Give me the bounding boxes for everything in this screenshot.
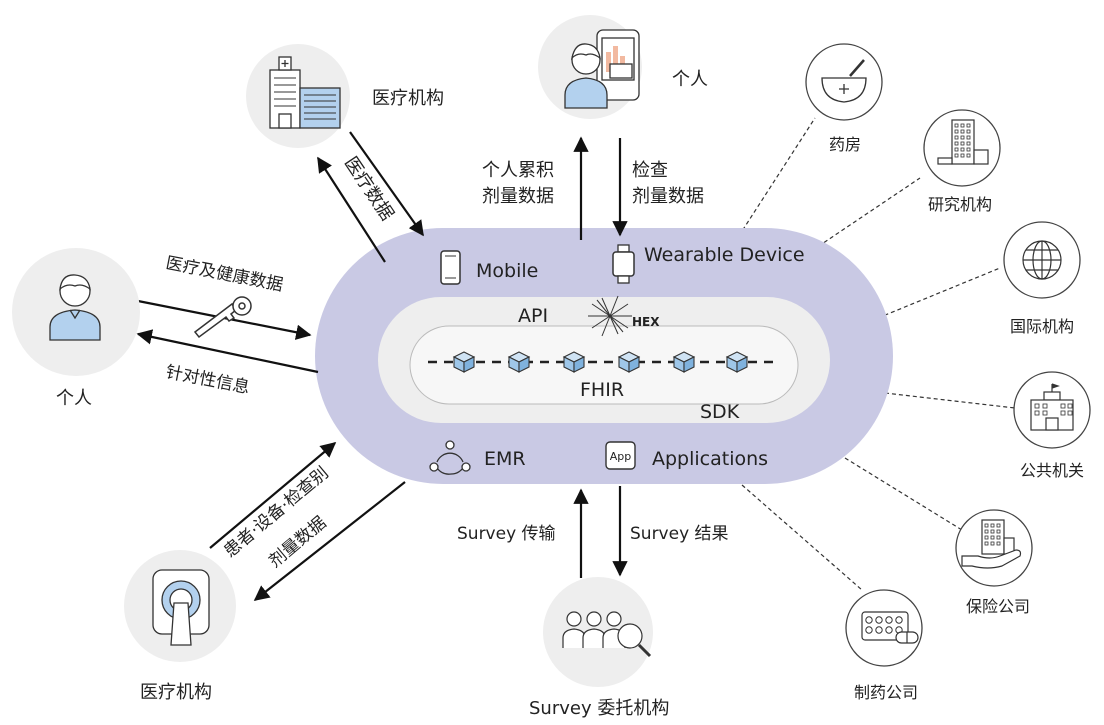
partner-label-international: 国际机构: [1010, 317, 1074, 336]
exam-dose-label-2: 剂量数据: [632, 186, 704, 207]
survey-result-label: Survey 结果: [630, 524, 729, 544]
connector-pharmacy: [734, 117, 816, 243]
person-icon: [49, 274, 101, 341]
medical-bottom-label: 医疗机构: [140, 682, 212, 703]
hospital-building-icon: [269, 56, 341, 129]
connector-international: [877, 267, 1001, 319]
research-building-icon: [937, 119, 989, 165]
arrow-to-person-left: [136, 329, 319, 374]
medical-top-label: 医疗机构: [372, 88, 444, 109]
mobile-label: Mobile: [476, 260, 538, 282]
mobile-icon: [440, 250, 461, 285]
exam-dose-label-1: 检查: [632, 160, 668, 181]
fhir-block-icon: [562, 351, 586, 373]
hex-burst-icon: [588, 295, 632, 337]
insurance-hand-building-icon: [961, 519, 1022, 569]
hex-label: HEX: [632, 315, 660, 329]
arrow-to-medical-bottom: [253, 481, 406, 601]
wearable-icon: [612, 244, 635, 284]
cumulative-dose-label-2: 剂量数据: [482, 186, 554, 207]
connector-pharma: [741, 484, 863, 591]
mri-scanner-icon: [152, 569, 210, 646]
targeted-info-label: 针对性信息: [164, 362, 251, 398]
applications-label: Applications: [652, 448, 768, 470]
arrow-to-hub-device: [209, 442, 337, 549]
connector-insurance: [844, 457, 963, 531]
fhir-block-icon: [452, 351, 476, 373]
person-with-phone-icon: [564, 29, 640, 109]
partner-label-pharma: 制药公司: [854, 683, 918, 702]
survey-org-label: Survey 委托机构: [529, 698, 669, 719]
emr-icon: [429, 440, 471, 475]
key-icon: [193, 296, 252, 339]
medical-data-label: 医疗数据: [340, 153, 398, 224]
connector-public: [884, 392, 1016, 409]
api-label: API: [518, 305, 548, 327]
cumulative-dose-label-1: 个人累积: [482, 160, 554, 181]
app-icon: App: [605, 441, 636, 470]
fhir-block-icon: [617, 351, 641, 373]
fhir-label: FHIR: [580, 379, 624, 401]
fhir-block-icon: [507, 351, 531, 373]
partner-label-research: 研究机构: [928, 195, 992, 214]
partner-label-insurance: 保险公司: [966, 597, 1030, 616]
globe-icon: [1022, 240, 1062, 280]
group-magnifier-icon: [562, 611, 652, 658]
wearable-label: Wearable Device: [644, 244, 805, 266]
sdk-label: SDK: [700, 401, 740, 423]
public-building-icon: [1030, 383, 1074, 431]
arrow-to-hub-medical: [349, 131, 424, 237]
pill-blister-icon: [861, 611, 919, 644]
arrow-to-medical-top: [317, 156, 386, 263]
partner-label-public: 公共机关: [1020, 461, 1084, 480]
fhir-block-icon: [725, 351, 749, 373]
person-left-label: 个人: [56, 388, 92, 409]
emr-label: EMR: [484, 448, 526, 470]
person-top-label: 个人: [672, 69, 708, 90]
mortar-pestle-icon: [821, 59, 867, 103]
fhir-block-icon: [672, 351, 696, 373]
fhir-blocks: [452, 351, 749, 373]
svg-text:App: App: [610, 450, 632, 463]
partner-label-pharmacy: 药房: [829, 135, 861, 154]
health-data-label: 医疗及健康数据: [164, 253, 285, 295]
survey-transfer-label: Survey 传输: [457, 524, 556, 544]
partner-connectors: [734, 117, 1016, 591]
hub-inner: [409, 325, 799, 405]
central-hub: [315, 228, 893, 484]
